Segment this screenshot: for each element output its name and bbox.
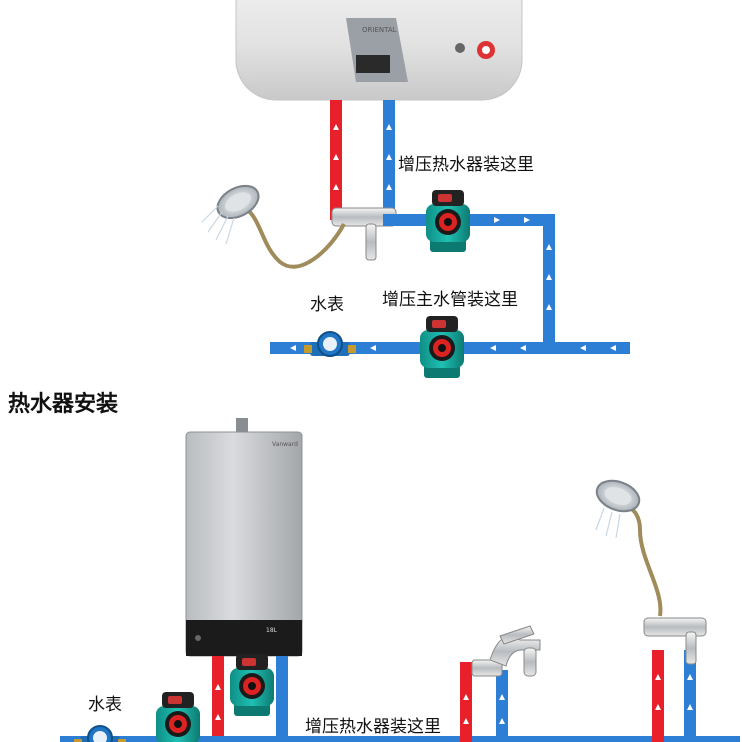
top-flow-arrows [290,124,616,351]
label-top-booster-heater: 增压热水器装这里 [398,155,534,175]
water-meter-icon [73,725,127,742]
gas-water-heater-icon: 18L Vanward [185,418,303,657]
booster-pump-icon [230,654,274,716]
label-bottom-booster-heater: 增压热水器装这里 [305,717,441,737]
label-top-booster-main: 增压主水管装这里 [382,290,518,310]
tank-pipes [330,100,395,220]
label-bottom-water-meter: 水表 [88,695,122,715]
shower-head-icon [591,474,663,617]
mixing-valve-icon [643,617,707,665]
water-meter-icon [303,331,357,357]
mixing-valve-icon [331,207,397,261]
bottom-flow-arrows [215,674,693,724]
section-title: 热水器安装 [8,392,119,417]
booster-pump-icon [426,190,470,252]
label-top-water-meter: 水表 [310,295,344,315]
shower-head-icon [201,178,346,269]
svg-text:ORIENTAL: ORIENTAL [362,26,397,34]
faucet-icon [471,625,541,677]
svg-text:18L: 18L [266,627,278,634]
electric-water-heater-icon: ORIENTAL [235,0,523,101]
booster-pump-icon [156,692,200,742]
booster-pump-icon [420,316,464,378]
gas-heater-pipes [212,656,288,742]
svg-text:Vanward: Vanward [272,441,298,448]
bottom-pipes [60,650,740,742]
